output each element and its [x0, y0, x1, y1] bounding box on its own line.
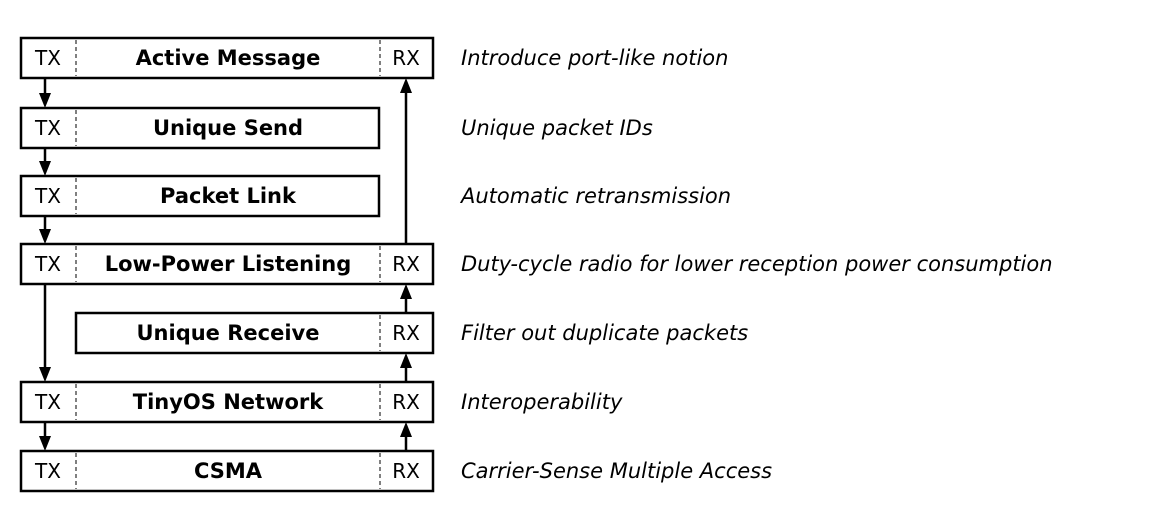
layer-box	[19, 449, 435, 493]
layer-box	[19, 106, 381, 150]
layer-name: Active Message	[136, 46, 321, 70]
tx-label: TX	[34, 390, 61, 414]
layer-name: Packet Link	[160, 184, 297, 208]
rx-label: RX	[392, 321, 420, 345]
tx-arrow-head	[39, 367, 51, 382]
rx-label: RX	[392, 459, 420, 483]
tx-arrow-head	[39, 436, 51, 451]
layer-name: TinyOS Network	[133, 390, 324, 414]
rx-label: RX	[392, 46, 420, 70]
layer-active-message: TX Active Message RX Introduce port-like…	[19, 36, 728, 80]
rx-path	[400, 78, 412, 450]
layer-description: Carrier-Sense Multiple Access	[461, 459, 772, 483]
layer-name: Low-Power Listening	[105, 252, 352, 276]
tx-path	[39, 79, 51, 451]
tx-label: TX	[34, 184, 61, 208]
layer-unique-receive: Unique Receive RX Filter out duplicate p…	[74, 311, 748, 355]
rx-arrow-head	[400, 284, 412, 299]
tx-arrow-head	[39, 93, 51, 108]
tx-arrow-head	[39, 229, 51, 244]
rx-arrow-head	[400, 422, 412, 437]
tx-label: TX	[34, 459, 61, 483]
layer-description: Automatic retransmission	[459, 184, 731, 208]
layer-box	[74, 311, 435, 355]
tx-label: TX	[34, 252, 61, 276]
layer-tinyos-network: TX TinyOS Network RX Interoperability	[19, 380, 623, 424]
layer-box	[19, 380, 435, 424]
layer-csma: TX CSMA RX Carrier-Sense Multiple Access	[19, 449, 772, 493]
layer-name: Unique Receive	[137, 321, 320, 345]
rx-label: RX	[392, 252, 420, 276]
layer-box	[19, 174, 381, 218]
tx-label: TX	[34, 116, 61, 140]
layer-description: Introduce port-like notion	[461, 46, 728, 70]
layer-description: Unique packet IDs	[461, 116, 653, 140]
tx-label: TX	[34, 46, 61, 70]
layer-low-power-listening: TX Low-Power Listening RX Duty-cycle rad…	[19, 242, 1053, 286]
layer-name: CSMA	[194, 459, 263, 483]
rx-arrow-head	[400, 353, 412, 368]
layer-description: Filter out duplicate packets	[461, 321, 748, 345]
rx-label: RX	[392, 390, 420, 414]
rx-arrow-head	[400, 78, 412, 93]
layer-name: Unique Send	[153, 116, 303, 140]
layer-description: Interoperability	[461, 390, 623, 414]
layer-description: Duty-cycle radio for lower reception pow…	[461, 252, 1053, 276]
layer-packet-link: TX Packet Link Automatic retransmission	[19, 174, 731, 218]
layer-box	[19, 242, 435, 286]
layer-unique-send: TX Unique Send Unique packet IDs	[19, 106, 653, 150]
tx-arrow-head	[39, 161, 51, 176]
layer-box	[19, 36, 435, 80]
